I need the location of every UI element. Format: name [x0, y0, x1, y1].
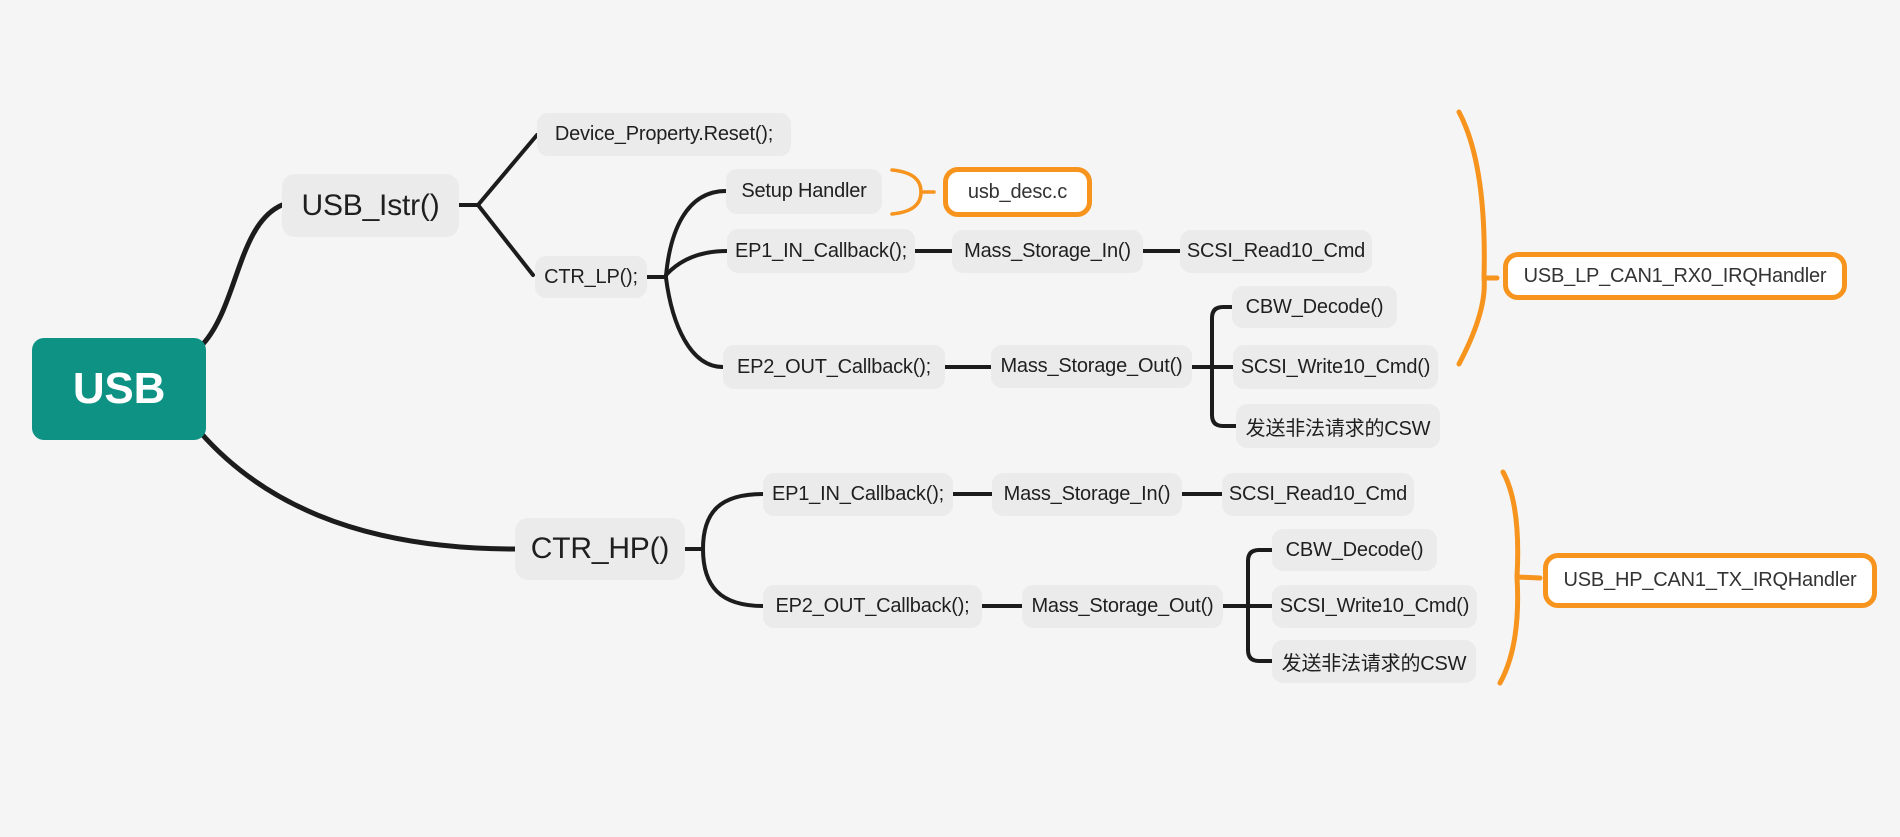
connector-fork-to-ctr-lp	[476, 203, 535, 277]
connector-root-to-ctr-hp	[197, 429, 518, 552]
connector-mass-out-top-to-csw	[1210, 365, 1238, 428]
brace-usb-hp-group	[1497, 469, 1521, 686]
connector-fork-to-device-reset	[476, 133, 539, 207]
connector-root-to-usb-istr	[200, 202, 285, 347]
node-scsi-write10-cmd-top[interactable]: SCSI_Write10_Cmd()	[1233, 345, 1438, 389]
node-cbw-decode-top[interactable]: CBW_Decode()	[1232, 286, 1397, 328]
connector-ctr-lp-to-ep2-top	[664, 276, 725, 369]
node-usb-istr[interactable]: USB_Istr()	[282, 174, 459, 237]
node-send-illegal-csw-top[interactable]: 发送非法请求的CSW	[1236, 404, 1440, 448]
node-mass-storage-out-bottom[interactable]: Mass_Storage_Out()	[1022, 585, 1223, 628]
node-scsi-read10-cmd-top[interactable]: SCSI_Read10_Cmd	[1180, 230, 1372, 273]
connector-ctr-lp-to-setup	[664, 189, 728, 278]
connector-mass-out-bot-to-csw	[1246, 604, 1274, 663]
node-scsi-write10-cmd-bottom[interactable]: SCSI_Write10_Cmd()	[1272, 585, 1477, 628]
node-usb-root[interactable]: USB	[32, 338, 206, 440]
node-mass-storage-out-top[interactable]: Mass_Storage_Out()	[991, 345, 1192, 388]
brace-usb-lp-group	[1456, 109, 1487, 367]
node-usb-desc-callout[interactable]: usb_desc.c	[943, 167, 1092, 217]
connector-ctr-hp-to-ep2-bot	[701, 547, 765, 608]
node-scsi-read10-cmd-bottom[interactable]: SCSI_Read10_Cmd	[1222, 473, 1414, 516]
node-cbw-decode-bottom[interactable]: CBW_Decode()	[1272, 529, 1437, 571]
node-usb-hp-can1-tx-irqhandler-callout[interactable]: USB_HP_CAN1_TX_IRQHandler	[1543, 553, 1877, 608]
node-send-illegal-csw-bottom[interactable]: 发送非法请求的CSW	[1272, 640, 1476, 683]
brace-setup-handler	[890, 168, 923, 216]
node-device-property-reset[interactable]: Device_Property.Reset();	[537, 113, 791, 156]
node-ep1-in-callback-top[interactable]: EP1_IN_Callback();	[727, 229, 915, 273]
connector-ctr-lp-to-ep1-top	[664, 249, 729, 277]
connector-mass-out-bot-to-cbw	[1246, 548, 1274, 608]
node-mass-storage-in-bottom[interactable]: Mass_Storage_In()	[992, 473, 1182, 516]
node-setup-handler[interactable]: Setup Handler	[726, 169, 882, 214]
connector-ctr-hp-to-ep1-bot	[701, 492, 765, 551]
node-mass-storage-in-top[interactable]: Mass_Storage_In()	[952, 230, 1143, 273]
brace-usb-hp-nub	[1514, 574, 1543, 581]
connector-mass-out-top-to-cbw	[1210, 305, 1234, 369]
node-ep2-out-callback-top[interactable]: EP2_OUT_Callback();	[723, 345, 945, 389]
node-ctr-hp[interactable]: CTR_HP()	[515, 518, 685, 580]
node-ep1-in-callback-bottom[interactable]: EP1_IN_Callback();	[763, 473, 953, 516]
node-ctr-lp[interactable]: CTR_LP();	[535, 256, 647, 298]
node-ep2-out-callback-bottom[interactable]: EP2_OUT_Callback();	[763, 585, 982, 628]
node-usb-lp-can1-rx0-irqhandler-callout[interactable]: USB_LP_CAN1_RX0_IRQHandler	[1503, 252, 1847, 300]
